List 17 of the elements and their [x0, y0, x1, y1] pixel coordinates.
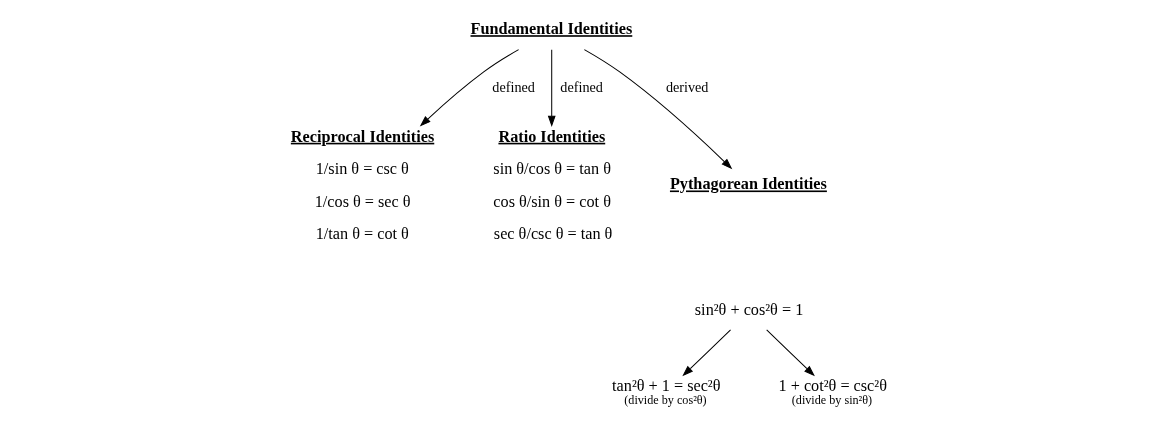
node-text: Fundamental Identities [470, 19, 632, 38]
arrow [765, 328, 815, 376]
node-text: sin²θ + cos²θ = 1 [694, 300, 803, 319]
node-label: (divide by cos²θ) [623, 392, 707, 407]
node-text: Pythagorean Identities [669, 174, 827, 193]
edge-label: defined [491, 78, 535, 95]
arrow [681, 328, 731, 376]
node-text: 1 + cot²θ = csc²θ [778, 376, 887, 395]
node-label: (divide by sin²θ) [791, 392, 872, 407]
node-text: Reciprocal Identities 1/sin θ = csc θ 1/cos θ = sec θ 1/tan θ = cot θ [290, 127, 434, 243]
edge-label: defined [559, 78, 603, 95]
arrow [547, 48, 556, 127]
node-text: tan²θ + 1 = sec²θ [611, 376, 721, 395]
arrow [583, 48, 732, 169]
edge-label: derived [665, 78, 708, 95]
node-text: Ratio Identities sin θ/cos θ = tan θ cos θ/sin θ = cot θ sec θ/csc θ = tan θ [492, 127, 612, 243]
arrow [419, 48, 519, 127]
